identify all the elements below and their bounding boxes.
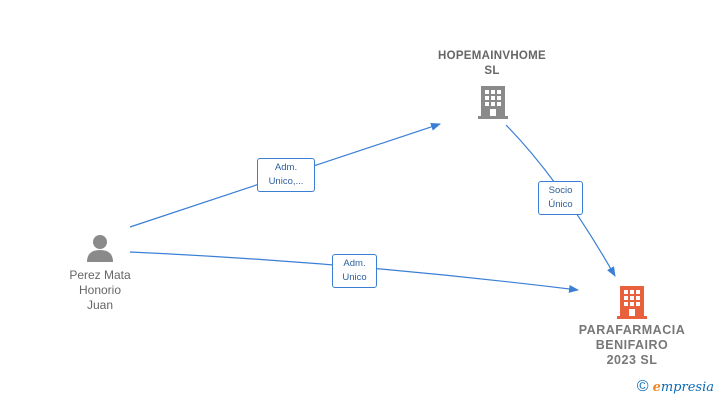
- building-icon: [617, 286, 647, 319]
- node-label-hopemainvhome: HOPEMAINVHOME SL: [437, 50, 547, 77]
- person-icon: [87, 235, 113, 262]
- copyright-icon: ©: [636, 378, 649, 395]
- empresia-watermark: © empresia: [637, 378, 714, 396]
- building-icon: [478, 86, 508, 119]
- brand-logo: empresia: [652, 379, 714, 395]
- edge-label-adm-unico-1[interactable]: Adm. Unico,...: [257, 158, 315, 192]
- edge-label-adm-unico-2[interactable]: Adm. Unico: [332, 254, 377, 288]
- node-label-perez: Perez Mata Honorio Juan: [69, 268, 131, 312]
- edge-label-socio-unico[interactable]: Socio Único: [538, 181, 583, 215]
- node-label-parafarmacia: PARAFARMACIA BENIFAIRO 2023 SL: [578, 323, 686, 367]
